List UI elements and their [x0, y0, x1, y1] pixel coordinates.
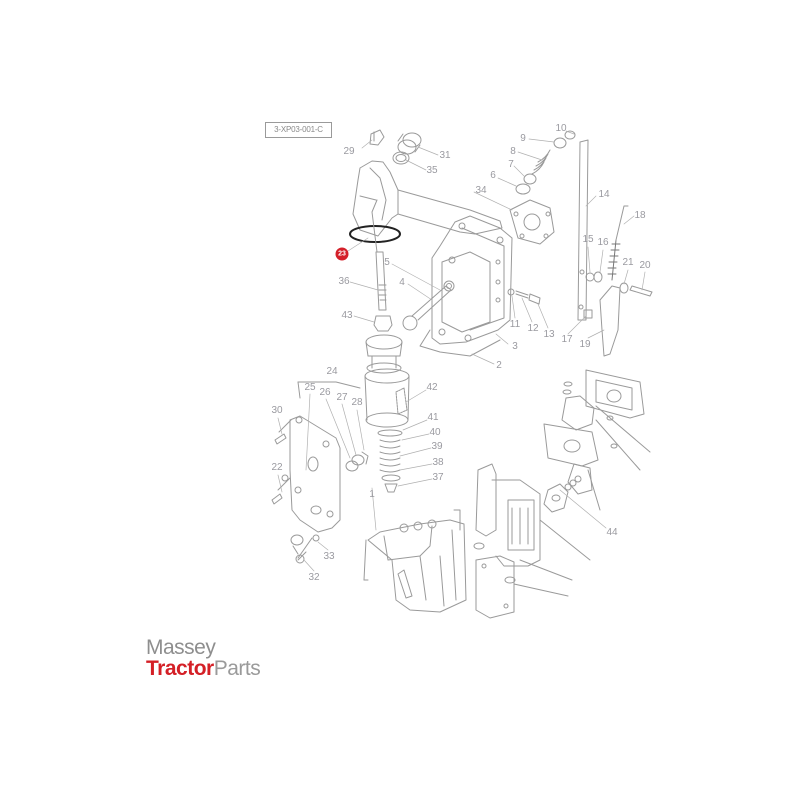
- part-24-piston: [365, 334, 403, 374]
- callout-part-44: 44: [606, 527, 618, 538]
- callout-part-12: 12: [527, 323, 539, 334]
- callout-part-35: 35: [426, 165, 438, 176]
- callout-part-24: 24: [326, 366, 338, 377]
- housing-arm: [352, 160, 503, 237]
- part-29-bracket: [369, 129, 385, 146]
- callout-part-21: 21: [622, 257, 634, 268]
- callout-part-39: 39: [431, 441, 443, 452]
- part-31-bushing: [397, 132, 422, 155]
- callout-part-9: 9: [520, 133, 526, 144]
- callout-part-31: 31: [439, 150, 451, 161]
- callout-part-26: 26: [319, 387, 331, 398]
- part-39-spring: [377, 429, 403, 493]
- part-34-gasket: [509, 199, 555, 245]
- callout-part-5: 5: [384, 257, 390, 268]
- pump-stack: [513, 369, 651, 597]
- callout-part-18: 18: [634, 210, 646, 221]
- callout-part-2: 2: [496, 360, 502, 371]
- callout-part-37: 37: [432, 472, 444, 483]
- callout-part-16: 16: [597, 237, 609, 248]
- part-35-oring: [392, 151, 410, 165]
- callout-part-41: 41: [427, 412, 439, 423]
- callout-part-42: 42: [426, 382, 438, 393]
- logo-word-parts: Parts: [213, 657, 261, 680]
- callout-part-34: 34: [475, 185, 487, 196]
- lower-plate: [475, 555, 516, 619]
- callout-part-11: 11: [509, 319, 521, 330]
- part-32-33: [290, 534, 320, 564]
- part-42-filter: [364, 368, 410, 428]
- callout-part-14: 14: [598, 189, 610, 200]
- part-14-lever: [577, 139, 589, 321]
- control-valve-body: [363, 509, 467, 613]
- callout-part-25: 25: [304, 382, 316, 393]
- callout-part-28: 28: [351, 397, 363, 408]
- logo-line-tractorparts: TractorParts: [146, 657, 261, 680]
- diagram-reference-code: 3-XP03-001-C: [265, 122, 332, 138]
- callout-part-32: 32: [308, 572, 320, 583]
- part-4-shaft: [402, 280, 455, 331]
- callout-part-33: 33: [323, 551, 335, 562]
- callout-part-19: 19: [579, 339, 591, 350]
- callout-part-4: 4: [399, 277, 405, 288]
- callout-part-27: 27: [336, 392, 348, 403]
- brand-logo: Massey TractorParts: [146, 636, 261, 680]
- logo-word-tractor: Tractor: [146, 657, 214, 680]
- callout-part-13: 13: [543, 329, 555, 340]
- callout-part-10: 10: [555, 123, 567, 134]
- callout-part-8: 8: [510, 146, 516, 157]
- part-22-bolt: [271, 477, 291, 505]
- part-43-nut: [373, 315, 393, 332]
- callout-part-22: 22: [271, 462, 283, 473]
- callout-part-3: 3: [512, 341, 518, 352]
- callout-part-7: 7: [508, 159, 514, 170]
- filter-housing: [473, 463, 541, 567]
- part-26-28-plug: [345, 451, 369, 472]
- callout-part-38: 38: [432, 457, 444, 468]
- callout-part-23-highlighted[interactable]: 23: [335, 247, 349, 261]
- callout-part-43: 43: [341, 310, 353, 321]
- callout-part-29: 29: [343, 146, 355, 157]
- callout-part-1: 1: [369, 489, 375, 500]
- callout-part-6: 6: [490, 170, 496, 181]
- part-30-bolt: [274, 419, 292, 445]
- callout-part-17: 17: [561, 334, 573, 345]
- side-cover-plate: [289, 415, 341, 533]
- part-11-13-detent: [507, 288, 541, 305]
- part-36-stud: [371, 199, 387, 311]
- callout-part-20: 20: [639, 260, 651, 271]
- callout-part-36: 36: [338, 276, 350, 287]
- spring-stack-6-10: [515, 130, 576, 195]
- part-23-oring: [349, 225, 401, 243]
- logo-line-massey: Massey: [146, 636, 216, 659]
- callout-part-40: 40: [429, 427, 441, 438]
- callout-part-15: 15: [582, 234, 594, 245]
- callout-part-30: 30: [271, 405, 283, 416]
- valve-block: [419, 215, 513, 357]
